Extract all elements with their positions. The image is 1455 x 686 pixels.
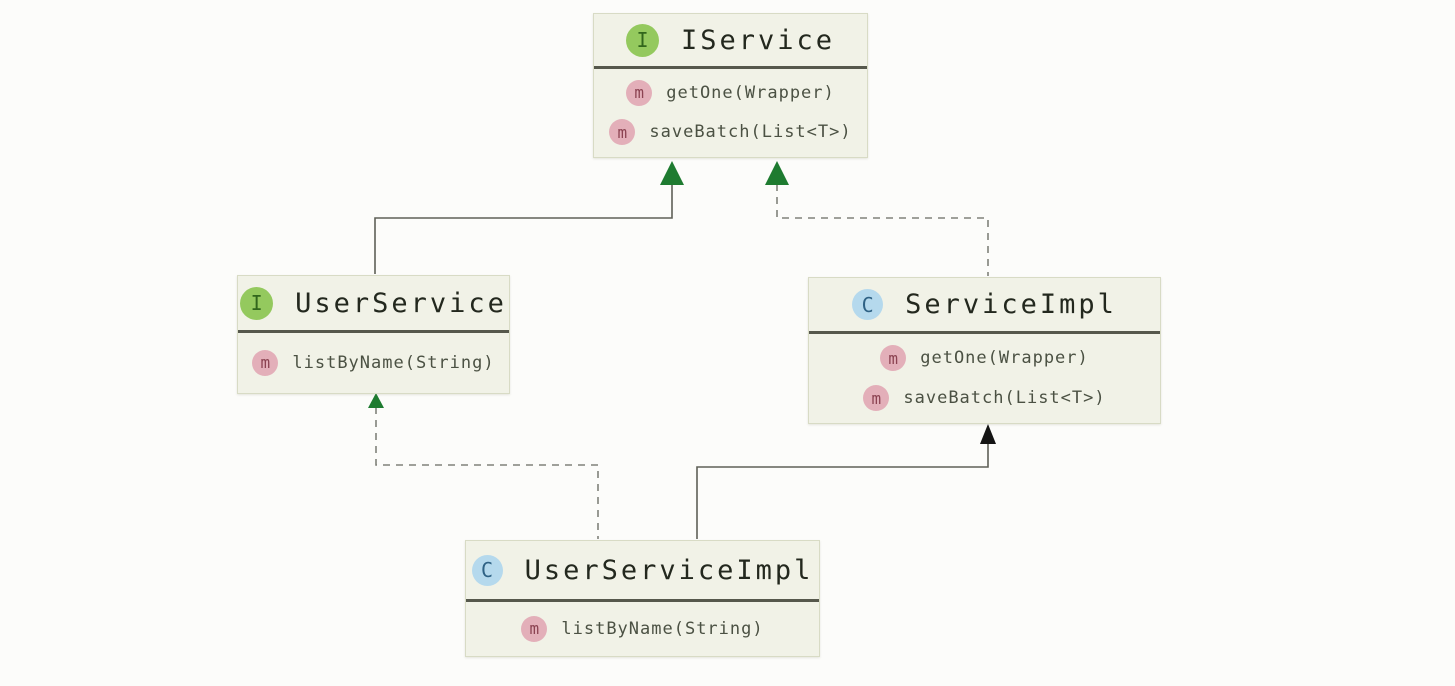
arrowhead-implements-iservice-right bbox=[765, 161, 789, 185]
method-list: m listByName(String) bbox=[466, 602, 819, 655]
class-node-userservice[interactable]: I UserService m listByName(String) bbox=[237, 275, 510, 394]
method-row: m saveBatch(List<T>) bbox=[863, 385, 1105, 411]
method-signature: saveBatch(List<T>) bbox=[649, 122, 852, 143]
method-icon: m bbox=[880, 345, 907, 371]
connector-userserviceimpl-implements-userservice bbox=[375, 407, 599, 539]
class-name: UserServiceImpl bbox=[524, 554, 814, 586]
method-icon: m bbox=[521, 615, 548, 642]
arrowhead-extends-iservice-left bbox=[660, 161, 684, 185]
class-node-userserviceimpl[interactable]: C UserServiceImpl m listByName(String) bbox=[465, 540, 820, 657]
node-header: I IService bbox=[594, 14, 867, 69]
class-name: UserService bbox=[295, 287, 507, 319]
arrowhead-extends-serviceimpl bbox=[980, 424, 996, 444]
method-icon: m bbox=[863, 385, 890, 411]
class-name: IService bbox=[680, 24, 836, 56]
method-row: m listByName(String) bbox=[252, 349, 495, 376]
method-icon: m bbox=[626, 79, 653, 106]
class-node-iservice[interactable]: I IService m getOne(Wrapper) m saveBatch… bbox=[593, 13, 868, 158]
class-node-serviceimpl[interactable]: C ServiceImpl m getOne(Wrapper) m saveBa… bbox=[808, 277, 1161, 424]
method-signature: listByName(String) bbox=[292, 352, 495, 373]
class-name: ServiceImpl bbox=[905, 289, 1117, 320]
connector-serviceimpl-implements-iservice bbox=[776, 184, 989, 276]
method-list: m getOne(Wrapper) m saveBatch(List<T>) bbox=[809, 334, 1160, 422]
arrowhead-implements-userservice bbox=[368, 393, 384, 408]
method-icon: m bbox=[609, 119, 636, 146]
method-list: m getOne(Wrapper) m saveBatch(List<T>) bbox=[594, 69, 867, 156]
method-icon: m bbox=[252, 349, 279, 376]
node-header: C ServiceImpl bbox=[809, 278, 1160, 334]
node-header: I UserService bbox=[238, 276, 509, 333]
interface-icon: I bbox=[240, 286, 274, 320]
method-signature: saveBatch(List<T>) bbox=[903, 388, 1106, 408]
interface-icon: I bbox=[625, 23, 659, 57]
method-row: m getOne(Wrapper) bbox=[626, 79, 835, 106]
method-signature: getOne(Wrapper) bbox=[666, 82, 835, 103]
method-row: m saveBatch(List<T>) bbox=[609, 119, 852, 146]
method-row: m listByName(String) bbox=[521, 615, 764, 642]
class-icon: C bbox=[471, 554, 503, 586]
node-header: C UserServiceImpl bbox=[466, 541, 819, 602]
method-row: m getOne(Wrapper) bbox=[880, 345, 1089, 371]
method-list: m listByName(String) bbox=[238, 333, 509, 392]
connector-userservice-extends-iservice bbox=[374, 184, 673, 274]
class-icon: C bbox=[852, 289, 884, 320]
method-signature: listByName(String) bbox=[561, 618, 764, 639]
method-signature: getOne(Wrapper) bbox=[920, 348, 1089, 368]
connector-userserviceimpl-extends-serviceimpl bbox=[696, 443, 989, 539]
